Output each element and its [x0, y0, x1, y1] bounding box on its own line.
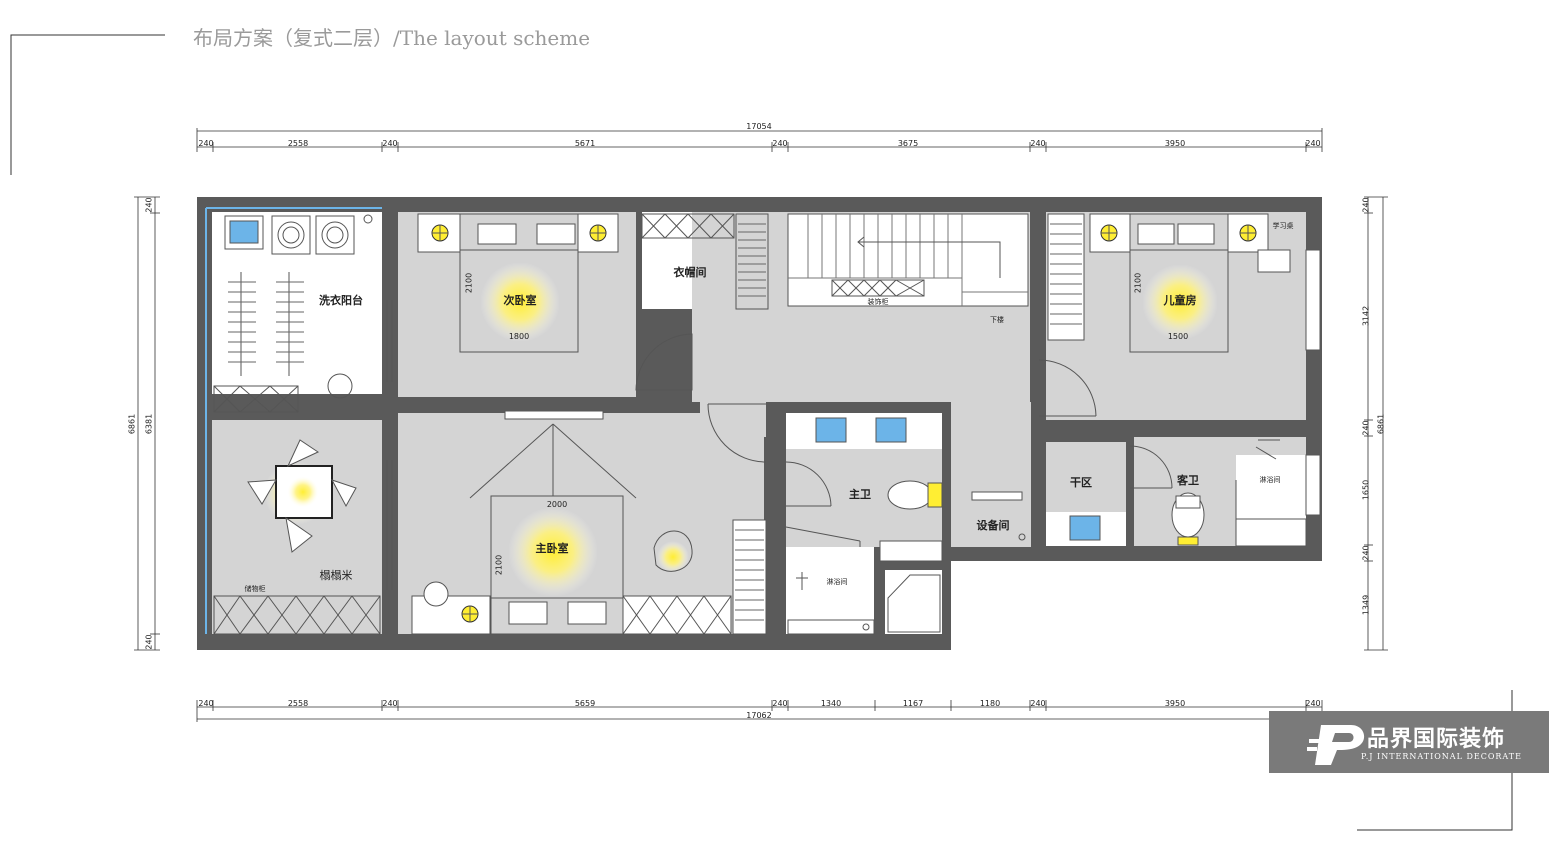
dim-bottom-segment: 1340 — [820, 699, 842, 708]
dim-top-segment: 3950 — [1164, 139, 1186, 148]
dim-top-total: 17054 — [746, 122, 772, 131]
logo-name: 品界国际装饰 — [1367, 727, 1506, 752]
logo-subtitle: P.J INTERNATIONAL DECORATE — [1361, 752, 1522, 761]
page-title: 布局方案（复式二层）/The layout scheme — [193, 26, 591, 50]
bed-dim-master-length: 2100 — [494, 554, 504, 576]
room-label-cloakroom: 衣帽间 — [673, 266, 707, 279]
label-storage-cabinet: 储物柜 — [244, 585, 266, 593]
room-label-master-bath: 主卫 — [849, 488, 871, 501]
dim-left-total: 6861 — [127, 413, 137, 435]
dimension-lines — [134, 128, 1388, 722]
label-shower-guest: 淋浴间 — [1259, 476, 1281, 484]
dim-left-segment: 240 — [144, 197, 154, 213]
company-logo: 品界国际装饰 P.J INTERNATIONAL DECORATE — [1269, 711, 1549, 773]
dim-right-segment: 1349 — [1361, 594, 1371, 616]
bed-dim-second-width: 1800 — [508, 332, 530, 341]
dim-bottom-segment: 2558 — [287, 699, 309, 708]
dim-top-segment: 5671 — [574, 139, 596, 148]
dim-top-segment: 2558 — [287, 139, 309, 148]
room-label-laundry-balcony: 洗衣阳台 — [319, 294, 363, 307]
dim-bottom-segment: 240 — [1030, 699, 1046, 708]
dim-right-segment: 1650 — [1361, 479, 1371, 501]
dim-top-segment: 240 — [382, 139, 398, 148]
dim-bottom-segment: 5659 — [574, 699, 596, 708]
pj-logo-icon — [1307, 725, 1365, 765]
dim-left-inner: 6381 — [144, 413, 154, 435]
dim-right-segment: 240 — [1361, 197, 1371, 213]
room-label-tatami: 榻榻米 — [319, 569, 353, 582]
dim-bottom-segment: 240 — [772, 699, 788, 708]
dim-right-segment: 3142 — [1361, 305, 1371, 327]
dim-bottom-segment: 1180 — [979, 699, 1001, 708]
dim-bottom-segment: 240 — [198, 699, 214, 708]
dim-bottom-segment: 240 — [382, 699, 398, 708]
dim-right-segment: 240 — [1361, 420, 1371, 436]
dim-bottom-segment: 1167 — [902, 699, 924, 708]
dim-top-segment: 240 — [1305, 139, 1321, 148]
dim-top-segment: 3675 — [897, 139, 919, 148]
dim-right-segment: 240 — [1361, 545, 1371, 561]
dim-top-segment: 240 — [772, 139, 788, 148]
label-study-desk: 学习桌 — [1272, 222, 1294, 230]
room-label-master-bedroom: 主卧室 — [535, 542, 569, 555]
dim-top-segment: 240 — [1030, 139, 1046, 148]
furniture — [205, 207, 1321, 635]
label-decor-cabinet: 装饰柜 — [867, 298, 889, 306]
dim-right-total: 6861 — [1376, 413, 1386, 435]
dim-bottom-segment: 240 — [1305, 699, 1321, 708]
bed-dim-kids-length: 2100 — [1133, 272, 1143, 294]
room-label-second-bedroom: 次卧室 — [503, 294, 537, 307]
bed-dim-kids-width: 1500 — [1167, 332, 1189, 341]
bed-dim-master-width: 2000 — [546, 500, 568, 509]
dim-top-segment: 240 — [198, 139, 214, 148]
room-label-dry-zone: 干区 — [1070, 476, 1092, 489]
label-downstairs: 下楼 — [990, 316, 1004, 324]
dim-left-segment: 240 — [144, 634, 154, 650]
room-label-guest-bath: 客卫 — [1177, 474, 1199, 487]
room-label-equipment-room: 设备间 — [976, 519, 1010, 532]
room-label-kids-room: 儿童房 — [1163, 294, 1197, 307]
label-shower-master: 淋浴间 — [826, 578, 848, 586]
dim-bottom-segment: 3950 — [1164, 699, 1186, 708]
bed-dim-second-length: 2100 — [464, 272, 474, 294]
dim-bottom-total: 17062 — [746, 711, 772, 720]
